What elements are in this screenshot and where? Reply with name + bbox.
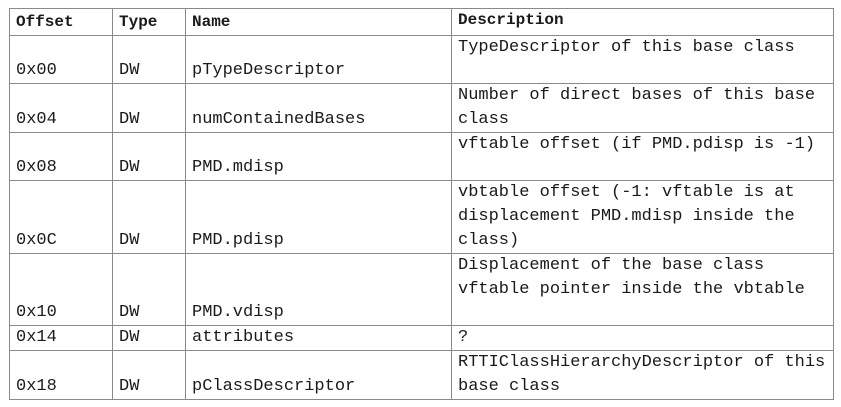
cell-description: Number of direct bases of this base clas… — [451, 83, 834, 133]
table-row: 0x18 DW pClassDescriptor RTTIClassHierar… — [9, 350, 834, 400]
cell-type: DW — [112, 83, 186, 133]
cell-name: PMD.mdisp — [185, 132, 452, 181]
cell-name: attributes — [185, 325, 452, 351]
cell-description: TypeDescriptor of this base class — [451, 35, 834, 84]
table-row: 0x00 DW pTypeDescriptor TypeDescriptor o… — [9, 35, 834, 84]
cell-description: vftable offset (if PMD.pdisp is -1) — [451, 132, 834, 181]
table-row: 0x10 DW PMD.vdisp Displacement of the ba… — [9, 253, 834, 326]
cell-offset: 0x04 — [9, 83, 113, 133]
cell-type: DW — [112, 253, 186, 326]
table-row: 0x14 DW attributes ? — [9, 325, 834, 351]
header-row: Offset Type Name Description — [9, 8, 834, 36]
cell-name: pClassDescriptor — [185, 350, 452, 400]
cell-name: PMD.vdisp — [185, 253, 452, 326]
rtti-base-class-descriptor-table: Offset Type Name Description 0x00 DW pTy… — [9, 8, 834, 400]
table-row: 0x04 DW numContainedBases Number of dire… — [9, 83, 834, 133]
cell-type: DW — [112, 180, 186, 254]
cell-name: PMD.pdisp — [185, 180, 452, 254]
cell-name: pTypeDescriptor — [185, 35, 452, 84]
cell-offset: 0x10 — [9, 253, 113, 326]
cell-offset: 0x08 — [9, 132, 113, 181]
header-offset: Offset — [9, 8, 113, 36]
cell-offset: 0x18 — [9, 350, 113, 400]
cell-offset: 0x00 — [9, 35, 113, 84]
cell-description: Displacement of the base class vftable p… — [451, 253, 834, 326]
header-type: Type — [112, 8, 186, 36]
cell-description: ? — [451, 325, 834, 351]
cell-offset: 0x0C — [9, 180, 113, 254]
cell-offset: 0x14 — [9, 325, 113, 351]
header-name: Name — [185, 8, 452, 36]
cell-description: vbtable offset (-1: vftable is at displa… — [451, 180, 834, 254]
table-row: 0x0C DW PMD.pdisp vbtable offset (-1: vf… — [9, 180, 834, 254]
cell-type: DW — [112, 132, 186, 181]
cell-type: DW — [112, 350, 186, 400]
table-row: 0x08 DW PMD.mdisp vftable offset (if PMD… — [9, 132, 834, 181]
cell-type: DW — [112, 35, 186, 84]
cell-name: numContainedBases — [185, 83, 452, 133]
cell-description: RTTIClassHierarchyDescriptor of this bas… — [451, 350, 834, 400]
header-description: Description — [451, 8, 834, 36]
cell-type: DW — [112, 325, 186, 351]
